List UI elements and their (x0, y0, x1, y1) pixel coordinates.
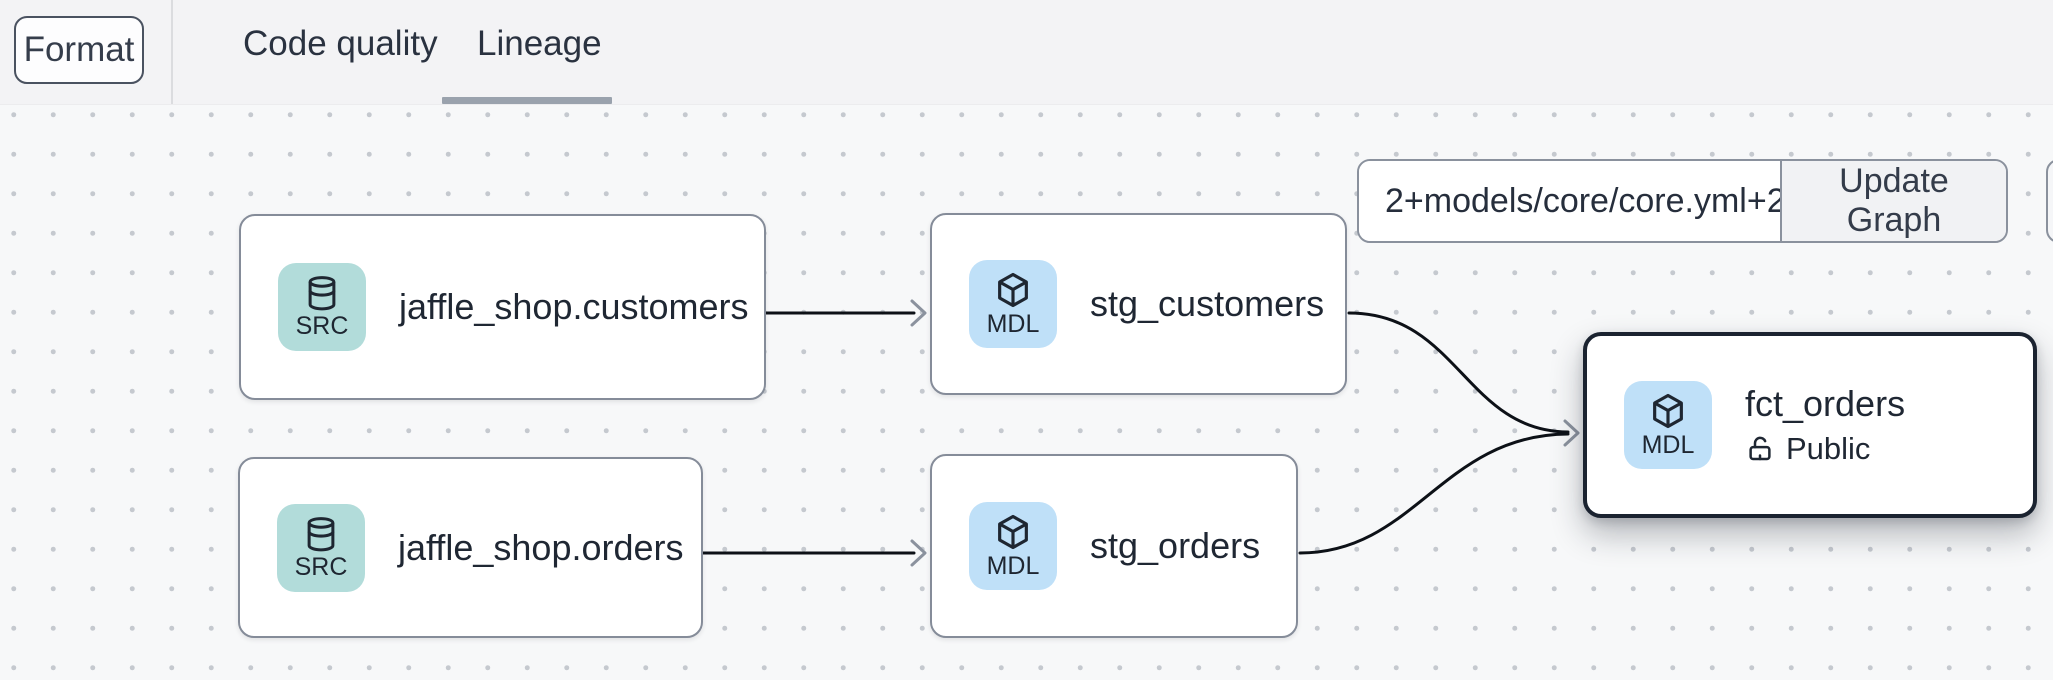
badge-label: MDL (986, 310, 1040, 338)
node-title: jaffle_shop.customers (399, 286, 749, 327)
node-title: stg_orders (1090, 525, 1261, 566)
edge-stg-customers-to-fct (1347, 311, 1570, 434)
edge-stg-orders-to-fct (1298, 432, 1570, 555)
access-row: Public (1745, 431, 1905, 467)
arrowhead-stg-orders (910, 539, 927, 567)
cube-icon (998, 514, 1028, 550)
source-badge: SRC (278, 263, 366, 351)
node-jaffle-shop-customers[interactable]: SRC jaffle_shop.customers (239, 214, 766, 400)
node-jaffle-shop-orders[interactable]: SRC jaffle_shop.orders (238, 457, 703, 638)
access-label: Public (1786, 431, 1871, 466)
lineage-canvas[interactable]: SRC jaffle_shop.customers MDL stg_custom… (0, 104, 2053, 680)
badge-label: SRC (294, 552, 348, 581)
update-graph-button[interactable]: Update Graph (1780, 161, 2006, 241)
database-icon (308, 276, 336, 311)
selector-input[interactable] (1359, 161, 1780, 241)
active-tab-underline (442, 97, 612, 104)
toolbar: Format Code quality Lineage (0, 0, 2053, 105)
selector-group: Update Graph (1357, 159, 2008, 243)
model-badge: MDL (1624, 381, 1712, 469)
badge-label: MDL (986, 552, 1040, 580)
node-stg-customers[interactable]: MDL stg_customers (930, 213, 1347, 395)
node-title: jaffle_shop.orders (398, 526, 684, 568)
node-title: fct_orders (1745, 383, 1906, 424)
cube-icon (998, 272, 1028, 308)
badge-label: SRC (295, 312, 349, 340)
node-text: fct_orders Public (1745, 383, 1905, 467)
cube-icon (1653, 393, 1683, 429)
node-title: stg_customers (1090, 283, 1325, 324)
format-button[interactable]: Format (14, 16, 144, 84)
unlock-icon (1749, 436, 1771, 461)
arrowhead-fct-orders (1563, 419, 1580, 447)
partial-control[interactable] (2046, 159, 2053, 243)
tab-code-quality[interactable]: Code quality (243, 24, 438, 63)
database-icon (307, 516, 335, 551)
arrowhead-stg-customers (910, 299, 927, 327)
source-badge: SRC (277, 503, 365, 592)
model-badge: MDL (969, 260, 1057, 348)
node-stg-orders[interactable]: MDL stg_orders (930, 454, 1298, 638)
tab-lineage[interactable]: Lineage (477, 24, 602, 63)
model-badge: MDL (969, 502, 1057, 590)
badge-label: MDL (1641, 431, 1695, 459)
node-fct-orders[interactable]: MDL fct_orders Public (1583, 332, 2037, 518)
toolbar-divider (171, 0, 173, 104)
